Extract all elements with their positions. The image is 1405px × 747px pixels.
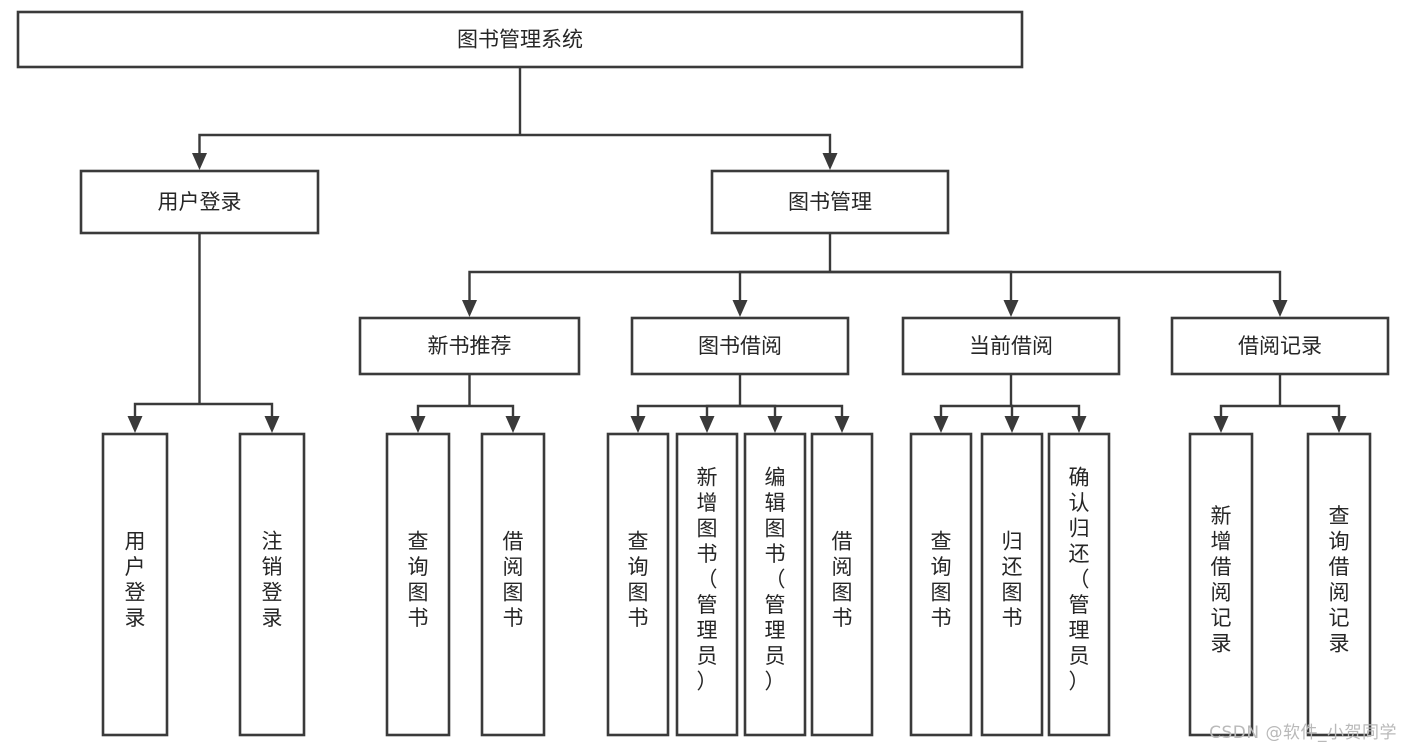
node-box — [385, 432, 451, 737]
node-box — [238, 432, 306, 737]
connector-branch — [133, 402, 200, 416]
connector-branch — [1280, 404, 1341, 416]
connector-branch — [416, 404, 470, 416]
node-box — [1188, 432, 1254, 737]
node-box — [1047, 432, 1111, 737]
arrow-head — [1272, 300, 1288, 317]
arrow-head — [834, 416, 850, 433]
node-label: 查询图书 — [931, 529, 952, 630]
node-book-borrow[interactable]: 图书借阅 — [630, 316, 850, 376]
node-box — [901, 316, 1121, 376]
node-label: 用户登录 — [158, 190, 242, 214]
connector-branch — [705, 404, 740, 416]
node-current-borrow[interactable]: 当前借阅 — [901, 316, 1121, 376]
connector-branch — [740, 404, 777, 416]
node-leaf-borrow-book-rec[interactable]: 借阅图书 — [480, 432, 546, 737]
node-box — [630, 316, 850, 376]
node-leaf-user-login[interactable]: 用户登录 — [101, 432, 169, 737]
node-user-login[interactable]: 用户登录 — [79, 169, 320, 235]
node-box — [710, 169, 950, 235]
node-label: 借阅记录 — [1238, 334, 1322, 358]
arrow-head — [127, 416, 143, 433]
node-label: 图书管理 — [788, 190, 872, 214]
node-new-book-recommend[interactable]: 新书推荐 — [358, 316, 581, 376]
node-borrow-record[interactable]: 借阅记录 — [1170, 316, 1390, 376]
connector-branch — [740, 404, 844, 416]
node-leaf-query-book-rec[interactable]: 查询图书 — [385, 432, 451, 737]
arrow-head — [1213, 416, 1229, 433]
node-box — [810, 432, 874, 737]
node-leaf-query-book-borrow[interactable]: 查询图书 — [606, 432, 670, 737]
node-label: 借阅图书 — [832, 529, 853, 630]
arrow-head — [1331, 416, 1347, 433]
node-label: 编辑图书（管理员） — [765, 466, 786, 694]
arrow-head — [1003, 300, 1019, 317]
node-leaf-edit-book-admin[interactable]: 编辑图书（管理员） — [743, 432, 807, 737]
connector-branch — [939, 404, 1011, 416]
arrow-head — [462, 300, 477, 317]
node-label: 新增图书（管理员） — [697, 466, 718, 694]
connector-branch — [469, 404, 515, 416]
arrow-head — [630, 416, 646, 433]
arrow-head — [505, 416, 521, 433]
arrow-head — [732, 300, 748, 317]
node-box — [909, 432, 973, 737]
node-box — [79, 169, 320, 235]
connector-branch — [198, 133, 520, 153]
node-box — [101, 432, 169, 737]
arrow-head — [822, 153, 838, 170]
node-root[interactable]: 图书管理系统 — [16, 10, 1024, 69]
node-box — [480, 432, 546, 737]
node-leaf-add-book-admin[interactable]: 新增图书（管理员） — [675, 432, 739, 737]
connector-branch — [1010, 404, 1014, 416]
node-box — [675, 432, 739, 737]
arrow-head — [767, 416, 783, 433]
node-label: 新增借阅记录 — [1211, 504, 1232, 656]
arrow-head — [410, 416, 426, 433]
node-leaf-query-borrow-record[interactable]: 查询借阅记录 — [1306, 432, 1372, 737]
node-leaf-return-book[interactable]: 归还图书 — [980, 432, 1044, 737]
node-label: 查询图书 — [628, 529, 649, 630]
node-leaf-borrow-book[interactable]: 借阅图书 — [810, 432, 874, 737]
node-box — [1306, 432, 1372, 737]
node-box — [1170, 316, 1390, 376]
node-label: 注销登录 — [262, 529, 283, 630]
connector-branch — [199, 402, 274, 416]
connector-branch — [520, 133, 832, 153]
arrow-head — [933, 416, 949, 433]
node-label: 当前借阅 — [969, 334, 1053, 358]
node-leaf-logout-login[interactable]: 注销登录 — [238, 432, 306, 737]
arrow-head — [192, 153, 207, 170]
node-box — [606, 432, 670, 737]
node-leaf-add-borrow-record[interactable]: 新增借阅记录 — [1188, 432, 1254, 737]
node-label: 新书推荐 — [428, 334, 512, 358]
arrow-head — [264, 416, 280, 433]
node-box — [16, 10, 1024, 69]
arrow-head — [1071, 416, 1087, 433]
node-label: 归还图书 — [1002, 529, 1023, 630]
connector-branch — [738, 270, 830, 300]
connector-branch — [1219, 404, 1280, 416]
node-label: 图书借阅 — [698, 334, 782, 358]
connector-branch — [468, 270, 830, 300]
node-box — [743, 432, 807, 737]
node-box — [358, 316, 581, 376]
node-label: 查询图书 — [408, 529, 429, 630]
arrow-head — [699, 416, 715, 433]
node-book-manage[interactable]: 图书管理 — [710, 169, 950, 235]
node-label: 借阅图书 — [503, 529, 524, 630]
arrow-head — [1004, 416, 1020, 433]
connector-branch — [636, 404, 740, 416]
node-leaf-query-book-current[interactable]: 查询图书 — [909, 432, 973, 737]
node-label: 图书管理系统 — [457, 28, 583, 52]
connector-branch — [830, 270, 1282, 300]
node-leaf-confirm-return-admin[interactable]: 确认归还（管理员） — [1047, 432, 1111, 737]
node-label: 查询借阅记录 — [1329, 504, 1350, 656]
connector-branch — [830, 270, 1013, 300]
node-label: 用户登录 — [125, 529, 146, 630]
connector-branch — [1011, 404, 1081, 416]
node-box — [980, 432, 1044, 737]
node-label: 确认归还（管理员） — [1069, 466, 1090, 694]
